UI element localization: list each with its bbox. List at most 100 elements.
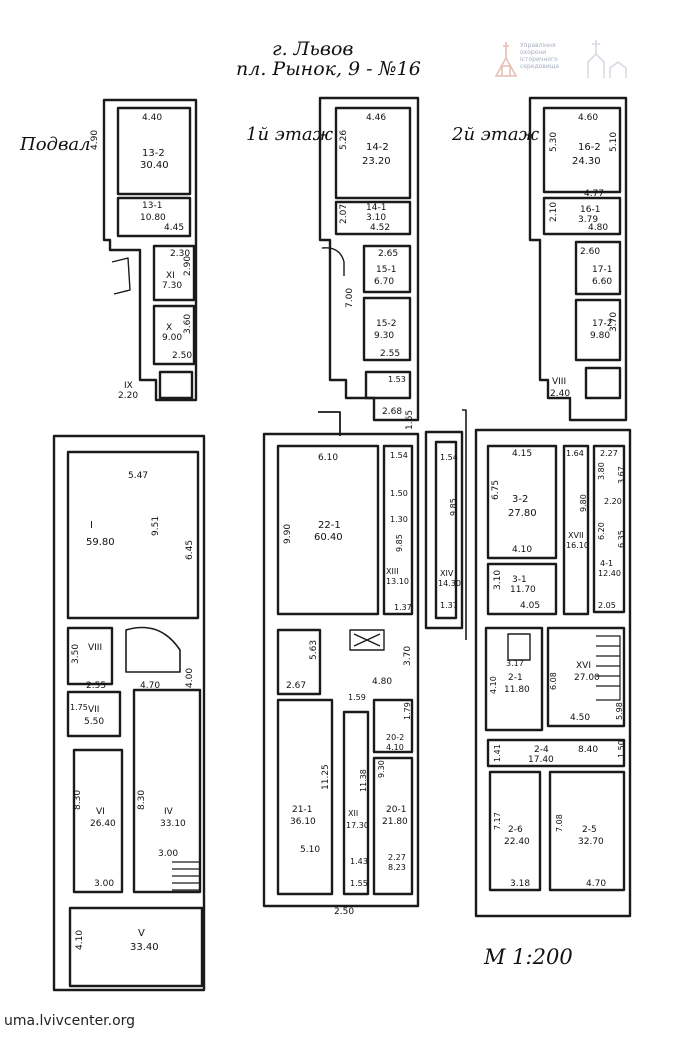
room-14-2: [334, 106, 412, 200]
room-number: 3-2: [512, 494, 528, 505]
dimension: 2.90: [183, 256, 193, 276]
first-south-wing-outline: [262, 432, 420, 908]
dimension: 1.50: [390, 489, 408, 498]
dimension: 5.26: [339, 130, 349, 150]
basement-spiral-stair: [125, 626, 181, 673]
room-number: IV: [164, 807, 174, 817]
dimension-labels: 4.40 13-2 30.40 4.90 13-1 10.80 4.45 XI …: [70, 113, 626, 953]
dimension: 1.53: [388, 375, 406, 384]
room-first-small: [276, 628, 322, 696]
dimension: 1.59: [348, 693, 366, 702]
room-number: 13-1: [142, 201, 162, 211]
dimension: 6.45: [185, 540, 195, 560]
room-area: 10.80: [140, 213, 166, 223]
room-area: 59.80: [86, 537, 115, 548]
dimension: 9.80: [579, 494, 588, 512]
room-area: 26.40: [90, 819, 116, 829]
basement-south-wing-outline: [52, 434, 206, 992]
plan-drawing: 4.40 13-2 30.40 4.90 13-1 10.80 4.45 XI …: [52, 96, 632, 992]
dimension: 9.85: [395, 534, 404, 552]
basement-north-wing-outline: [102, 98, 198, 402]
dimension: 11.25: [321, 764, 331, 790]
room-number: XII: [348, 809, 358, 818]
dimension: 2.20: [604, 497, 622, 506]
dimension: 4.90: [90, 130, 100, 150]
room-number: IX: [124, 381, 133, 391]
dimension: 3.00: [94, 879, 114, 889]
room-second-wc: [584, 366, 622, 400]
first-stair-1: [321, 247, 345, 276]
site-url: uma.lvivcenter.org: [4, 1013, 136, 1029]
scale-label: М 1:200: [484, 945, 573, 969]
second-floor-label: 2й этаж: [452, 124, 540, 145]
dimension: 6.10: [318, 453, 338, 463]
first-north-wing-outline: [318, 96, 420, 422]
room-area: 17.30: [346, 821, 369, 830]
first-entrance-porch: [318, 411, 341, 436]
room-number: VIII: [552, 377, 566, 387]
dimension: 2.65: [378, 249, 398, 259]
room-area: 6.70: [374, 277, 394, 287]
dimension: 4.05: [520, 601, 540, 611]
dimension: 2.10: [549, 202, 559, 222]
dimension: 2.68: [382, 407, 402, 417]
dimension: 4.70: [140, 681, 160, 691]
second-bathroom-fixture: [507, 633, 531, 661]
room-2-1: [484, 626, 544, 732]
room-area: 3.10: [366, 213, 386, 223]
room-vi: [72, 748, 124, 894]
room-15-1: [362, 244, 412, 294]
basement-label: Подвал: [20, 134, 91, 155]
dimension: 3.50: [71, 644, 81, 664]
room-number: XIII: [386, 567, 399, 576]
dimension: 1.54: [390, 451, 408, 460]
room-v: [68, 906, 204, 988]
dimension: 5.98: [615, 702, 624, 720]
room-number: 2-6: [508, 825, 523, 835]
room-area: 9.30: [374, 331, 394, 341]
dimension: 7.17: [493, 812, 502, 830]
footer-bar: [0, 1010, 700, 1037]
logo-text: Управління охорони історичного середовищ…: [520, 42, 559, 70]
dimension: 9.85: [449, 498, 458, 516]
dimension: 1.55: [350, 879, 368, 888]
dimension: 6.08: [549, 672, 558, 690]
dimension: 3.17: [506, 659, 524, 668]
room-14-1: [334, 200, 412, 236]
room-area: 4.10: [386, 743, 404, 752]
dimension: 5.10: [609, 132, 619, 152]
room-ix: [158, 370, 194, 400]
room-number: 4-1: [600, 559, 613, 568]
room-number: 17-1: [592, 265, 612, 275]
dimension: 2.07: [339, 204, 349, 224]
room-number: XVI: [576, 661, 591, 671]
room-area: 9.80: [590, 331, 610, 341]
dimension: 4.15: [512, 449, 532, 459]
dimension: 4.40: [142, 113, 162, 123]
dimension: 7.08: [555, 814, 564, 832]
archive-logo: Управління охорони історичного середовищ…: [492, 28, 682, 88]
dimension: 6.20: [597, 522, 606, 540]
dimension: 4.77: [584, 189, 604, 199]
room-16-1: [542, 196, 622, 236]
dimension: 5.63: [309, 640, 319, 660]
dimension: 8.30: [73, 790, 83, 810]
walls: [52, 96, 632, 992]
room-4-1: [592, 444, 626, 614]
room-area: 27.80: [508, 508, 537, 519]
room-area: 5.50: [84, 717, 104, 727]
room-number: 21-1: [292, 805, 312, 815]
dimension: 2.50: [172, 351, 192, 361]
dimension: 6.35: [617, 530, 626, 548]
room-area: 33.10: [160, 819, 186, 829]
dimension: 8.40: [578, 745, 598, 755]
dimension: 1.43: [350, 857, 368, 866]
dimension: 5.30: [549, 132, 559, 152]
room-first-wc: [364, 370, 412, 400]
dimension: 2.55: [380, 349, 400, 359]
dimension: 4.10: [489, 676, 498, 694]
dimension: 9.90: [283, 524, 293, 544]
room-number: 22-1: [318, 520, 341, 531]
dimension: 1.79: [403, 702, 412, 720]
room-16-2: [542, 106, 622, 194]
